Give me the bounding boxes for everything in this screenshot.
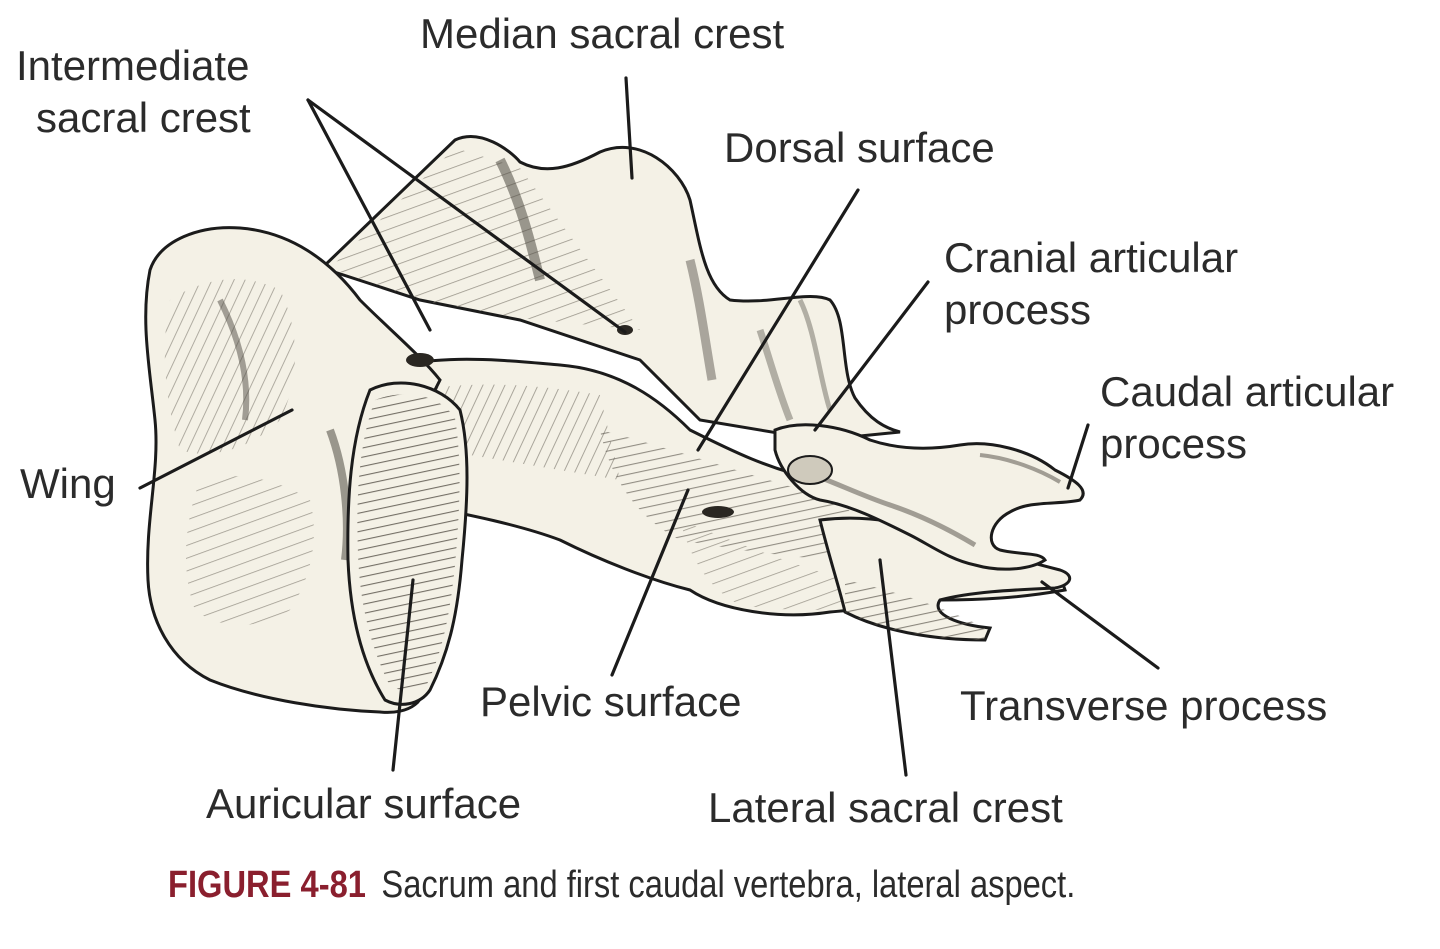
leader-dorsal-surface — [696, 188, 860, 452]
label-pelvic-surface: Pelvic surface — [480, 678, 742, 725]
label-lateral-sacral-crest: Lateral sacral crest — [708, 784, 1063, 831]
leader-cranial-articular — [813, 280, 930, 432]
label-wing: Wing — [20, 460, 116, 507]
leader-pelvic-surface — [610, 488, 690, 677]
label-caudal-line2: process — [1100, 420, 1248, 467]
label-intermediate-line1: Intermediate — [16, 42, 250, 89]
label-caudal-articular-process: Caudal articular process — [1100, 366, 1394, 470]
label-cranial-articular-process: Cranial articular process — [944, 232, 1238, 336]
label-auricular-surface: Auricular surface — [206, 780, 522, 827]
auricular-surface — [346, 381, 469, 706]
leader-wing — [138, 408, 294, 490]
leader-intermediate-b — [306, 98, 627, 334]
figure-caption-text: Sacrum and first caudal vertebra, latera… — [381, 864, 1076, 906]
leader-auricular-surface — [391, 578, 415, 772]
label-cranial-line2: process — [944, 286, 1092, 333]
leader-lines — [138, 76, 1160, 777]
leader-transverse-process — [1040, 580, 1160, 670]
label-dorsal-surface: Dorsal surface — [724, 124, 995, 171]
label-caudal-line1: Caudal articular — [1100, 368, 1395, 415]
label-median-sacral-crest: Median sacral crest — [420, 10, 785, 57]
leader-median-sacral-crest — [624, 76, 634, 180]
figure-number: FIGURE 4-81 — [168, 864, 366, 906]
figure-caption: FIGURE 4-81 Sacrum and first caudal verte… — [168, 860, 1075, 910]
label-intermediate-line2: sacral crest — [36, 94, 251, 141]
label-transverse-process: Transverse process — [960, 682, 1328, 729]
leader-caudal-articular — [1066, 423, 1090, 490]
label-cranial-line1: Cranial articular — [944, 234, 1239, 281]
lateral-crest-plate — [818, 516, 1071, 642]
leader-lateral-sacral-crest — [878, 558, 908, 777]
label-intermediate-sacral-crest: Intermediate sacral crest — [16, 40, 251, 144]
caudal-vertebra — [773, 423, 1085, 571]
leader-intermediate-a — [306, 98, 432, 332]
